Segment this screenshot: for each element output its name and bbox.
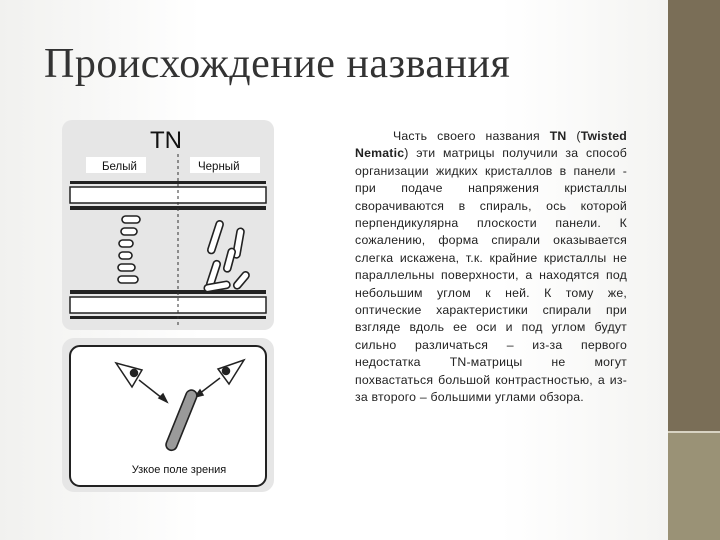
top-plate-line	[70, 181, 266, 184]
slide-title: Происхождение названия	[44, 41, 511, 87]
label-white: Белый	[102, 161, 137, 173]
black-label-box	[190, 157, 260, 173]
caption-box	[114, 460, 244, 478]
top-plate-line-lower	[70, 206, 266, 210]
figure-caption: Узкое поле зрения	[132, 464, 227, 476]
tn-diagram: TN Белый Черный	[62, 120, 274, 492]
label-black: Черный	[198, 161, 240, 173]
sidebar-accent-bottom	[668, 432, 720, 540]
sidebar-divider	[668, 431, 720, 433]
bottom-plate-line-upper	[70, 290, 266, 294]
bottom-plate-line	[70, 316, 266, 319]
crystal-single	[165, 389, 198, 452]
body-intro: Часть своего названия	[393, 129, 550, 143]
body-twisted-nematic: Twisted Nematic	[355, 129, 627, 161]
eye-left-icon	[114, 361, 169, 404]
body-paren-open: (	[566, 129, 581, 143]
bottom-plate	[69, 296, 267, 314]
crystals-black-state	[203, 220, 250, 293]
body-tn: TN	[549, 129, 567, 143]
diagram-heading: TN	[150, 127, 182, 154]
top-plate	[69, 186, 267, 204]
crystals-white-state	[117, 215, 141, 284]
body-paragraph: Часть своего названия TN (Twisted Nemati…	[355, 128, 627, 407]
white-label-box	[86, 157, 146, 173]
body-rest: ) эти матрицы получили за способ организ…	[355, 146, 627, 405]
sidebar-accent-top	[668, 0, 720, 432]
